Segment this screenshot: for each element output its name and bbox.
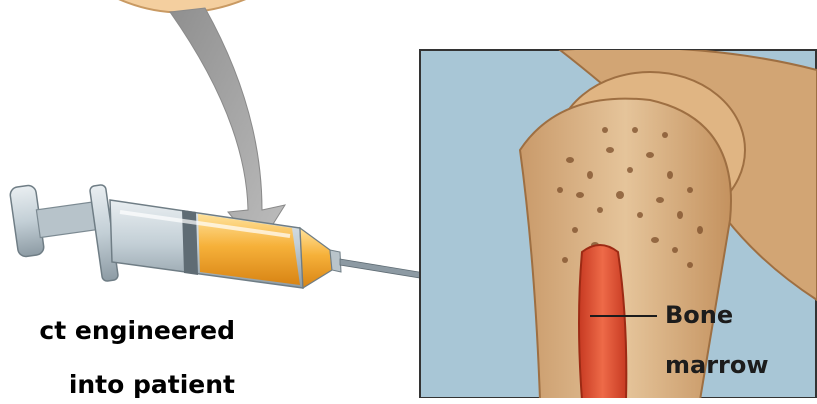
caption-line-2: into patient [0, 370, 235, 404]
bone-label: Bone [665, 301, 733, 329]
caption-line-1: ct engineered [0, 316, 235, 350]
bone-cross-section-icon [420, 48, 817, 399]
marrow-label: marrow [665, 351, 769, 379]
